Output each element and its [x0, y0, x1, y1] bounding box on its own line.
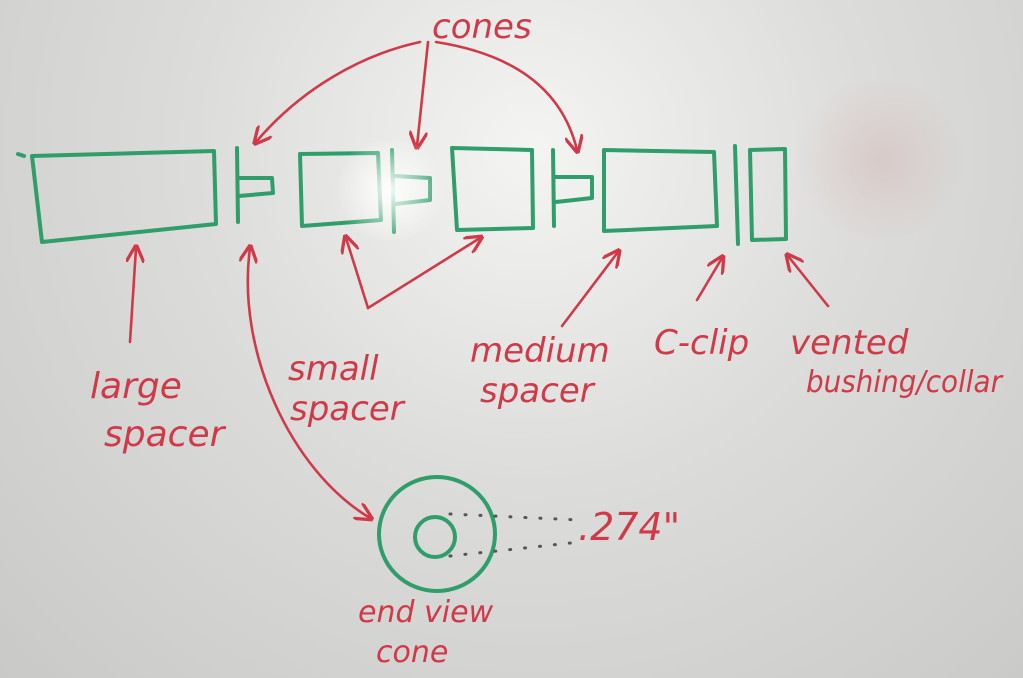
cones-arrow-3 [434, 40, 577, 150]
end-view-arrow [248, 248, 370, 518]
large-spacer-shape [30, 149, 218, 244]
c-clip-arrow [695, 258, 722, 302]
medium-spacer-arrow [560, 252, 618, 328]
c-clip-shape [733, 144, 740, 246]
cones-arrow-1 [256, 40, 422, 142]
cone-1-shape [235, 146, 275, 224]
label-large: large [90, 366, 182, 407]
small-spacer-arrow-2 [366, 238, 480, 310]
label-end-view-cone: cone [376, 635, 448, 670]
cone-2-shape [390, 148, 432, 234]
label-measurement: .274" [578, 505, 680, 549]
label-large-spacer: spacer [104, 414, 227, 455]
large-spacer-arrow [130, 248, 136, 344]
shaft-stub [16, 152, 26, 158]
small-spacer-shape [298, 151, 383, 228]
small-spacer-arrow-1 [346, 238, 370, 310]
label-cones: cones [432, 7, 532, 47]
dimension-line-top [448, 512, 582, 522]
dimension-line-bottom [448, 540, 582, 558]
cone-3-shape [551, 148, 594, 228]
cones-arrow-2 [417, 40, 430, 146]
label-medium: medium [470, 331, 610, 371]
label-small-spacer: spacer [290, 389, 406, 429]
end-view-inner-circle [413, 515, 457, 559]
label-end-view: end view [358, 595, 494, 630]
label-medium-spacer: spacer [480, 371, 596, 411]
medium-spacer-shape [602, 148, 719, 233]
vented-bushing-shape [748, 147, 788, 242]
label-vented: vented [790, 323, 909, 363]
label-c-clip: C-clip [654, 323, 749, 363]
label-bushing-collar: bushing/collar [806, 365, 1004, 400]
spacer-box-shape [450, 146, 535, 232]
label-small: small [288, 349, 379, 389]
end-view-outer-circle [377, 475, 497, 593]
vented-bushing-arrow [788, 256, 830, 308]
